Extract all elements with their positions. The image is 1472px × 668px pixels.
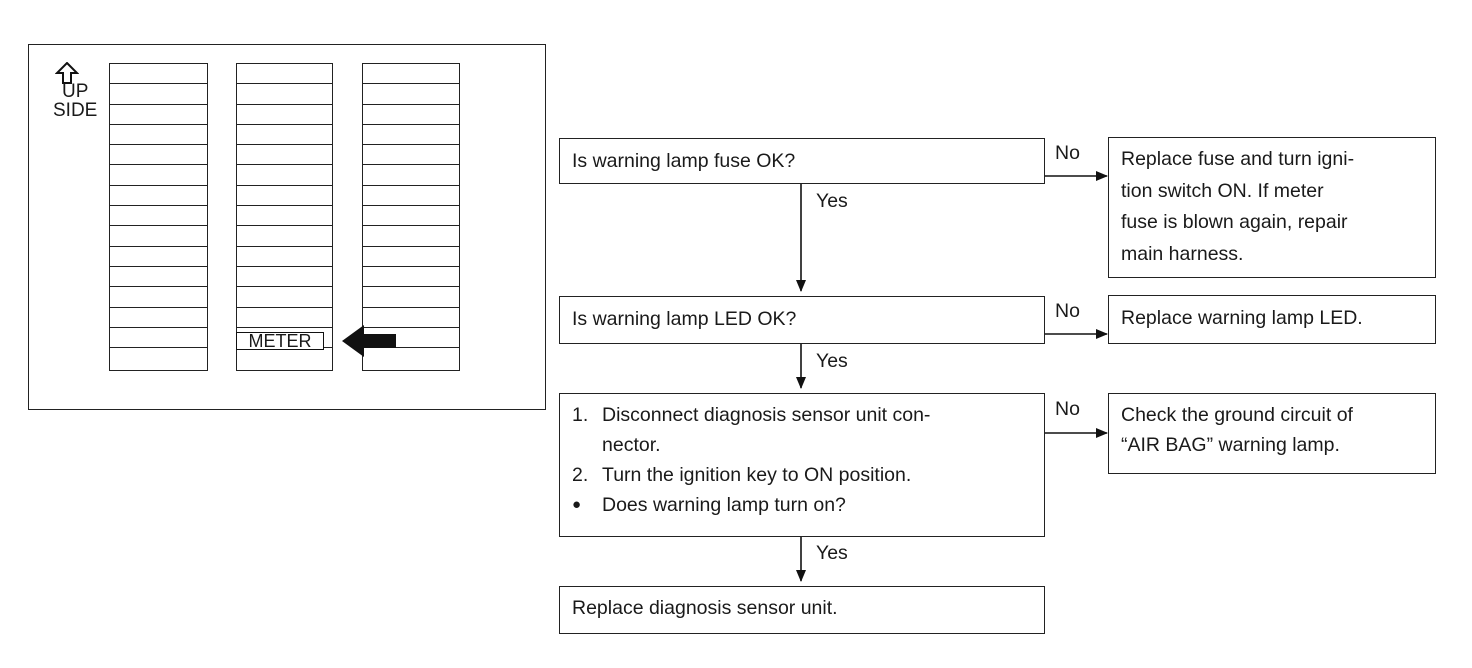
- left-arrow-icon: [340, 323, 400, 364]
- fuse-slot: [363, 145, 459, 166]
- fuse-slot: [237, 287, 332, 308]
- fuse-slot: [110, 186, 207, 207]
- fuse-slot: [363, 105, 459, 125]
- action-replace-fuse-line2: tion switch ON. If meter: [1121, 179, 1324, 202]
- action-replace-fuse-line3: fuse is blown again, repair: [1121, 211, 1348, 233]
- fuse-block-diagram: [28, 44, 546, 410]
- fuse-slot: [237, 226, 332, 247]
- action-replace-led: Replace warning lamp LED.: [1108, 295, 1436, 344]
- procedure-step-1: 1. Disconnect diagnosis sensor unit con-…: [572, 400, 1032, 460]
- fuse-slot: [363, 186, 459, 207]
- question-fuse-ok-text: Is warning lamp fuse OK?: [572, 150, 796, 172]
- action-replace-fuse-line1: Replace fuse and turn igni-: [1121, 148, 1355, 170]
- fuse-slot: [237, 267, 332, 288]
- yes-label-3: Yes: [816, 542, 848, 564]
- action-replace-fuse-line4: main harness.: [1121, 242, 1244, 265]
- fuse-slot: [237, 84, 332, 105]
- question-led-ok-text: Is warning lamp LED OK?: [572, 308, 797, 330]
- fuse-slot: [110, 308, 207, 328]
- fuse-slot: [363, 247, 459, 267]
- fuse-slot: [237, 145, 332, 166]
- fuse-slot: [110, 226, 207, 247]
- fuse-slot: [363, 84, 459, 105]
- question-led-ok: Is warning lamp LED OK?: [559, 296, 1045, 344]
- fuse-slot: [110, 125, 207, 146]
- no-label-1: No: [1055, 142, 1080, 164]
- fuse-slot: [237, 247, 332, 267]
- fuse-slot: [110, 206, 207, 227]
- fuse-slot: [363, 206, 459, 227]
- fuse-slot: [237, 125, 332, 146]
- procedure-step-1-line1: Disconnect diagnosis sensor unit con-: [602, 404, 931, 426]
- fuse-slot: [110, 165, 207, 186]
- fuse-slot: [110, 328, 207, 349]
- up-side-label: UP SIDE: [53, 82, 97, 120]
- fuse-slot: [237, 308, 332, 328]
- fuse-slot: [110, 145, 207, 166]
- fuse-slot: [363, 165, 459, 186]
- meter-fuse-slot: METER: [236, 331, 328, 351]
- side-label-text: SIDE: [53, 100, 98, 121]
- fuse-slot: [237, 64, 332, 85]
- fuse-slot: [363, 226, 459, 247]
- no-label-2: No: [1055, 300, 1080, 322]
- fuse-slot: [237, 186, 332, 207]
- fuse-slot: [110, 105, 207, 125]
- action-replace-sensor-text: Replace diagnosis sensor unit.: [572, 597, 838, 619]
- fuse-slot: [237, 165, 332, 186]
- no-label-3: No: [1055, 398, 1080, 420]
- fuse-slot: [363, 267, 459, 288]
- action-replace-led-text: Replace warning lamp LED.: [1121, 307, 1363, 329]
- procedure-diagnosis-check: 1. Disconnect diagnosis sensor unit con-…: [559, 393, 1045, 537]
- fuse-slot: [363, 308, 459, 328]
- fuse-slot: [363, 64, 459, 85]
- procedure-question-text: Does warning lamp turn on?: [602, 494, 846, 516]
- fuse-column-right: [362, 63, 460, 371]
- procedure-step-1-line2: nector.: [602, 434, 661, 456]
- fuse-slot: [237, 105, 332, 125]
- fuse-column-middle: [236, 63, 333, 371]
- fuse-slot: [110, 247, 207, 267]
- yes-label-2: Yes: [816, 350, 848, 372]
- up-arrow-icon: [54, 61, 80, 89]
- action-check-ground: Check the ground circuit of “AIR BAG” wa…: [1108, 393, 1436, 474]
- yes-label-1: Yes: [816, 190, 848, 212]
- fuse-column-left: [109, 63, 208, 371]
- procedure-step-1-number: 1.: [572, 404, 589, 426]
- procedure-step-2: 2. Turn the ignition key to ON position.: [572, 460, 1032, 490]
- fuse-slot: [363, 125, 459, 146]
- action-check-ground-line2: “AIR BAG” warning lamp.: [1121, 434, 1340, 456]
- fuse-slot: [110, 267, 207, 288]
- up-label-text: UP: [61, 81, 89, 102]
- fuse-slot: [110, 64, 207, 85]
- procedure-step-2-text: Turn the ignition key to ON position.: [602, 464, 912, 486]
- procedure-question: ● Does warning lamp turn on?: [572, 490, 1032, 520]
- meter-fuse-label: METER: [236, 332, 324, 350]
- fuse-slot: [110, 84, 207, 105]
- action-replace-sensor: Replace diagnosis sensor unit.: [559, 586, 1045, 634]
- action-replace-fuse: Replace fuse and turn igni- tion switch …: [1108, 137, 1436, 278]
- bullet-icon: ●: [572, 496, 582, 513]
- fuse-slot: [110, 287, 207, 308]
- procedure-step-2-number: 2.: [572, 464, 589, 486]
- action-check-ground-line1: Check the ground circuit of: [1121, 404, 1353, 426]
- fuse-slot: [363, 287, 459, 308]
- fuse-slot: [363, 328, 459, 349]
- question-fuse-ok: Is warning lamp fuse OK?: [559, 138, 1045, 184]
- fuse-slot: [237, 206, 332, 227]
